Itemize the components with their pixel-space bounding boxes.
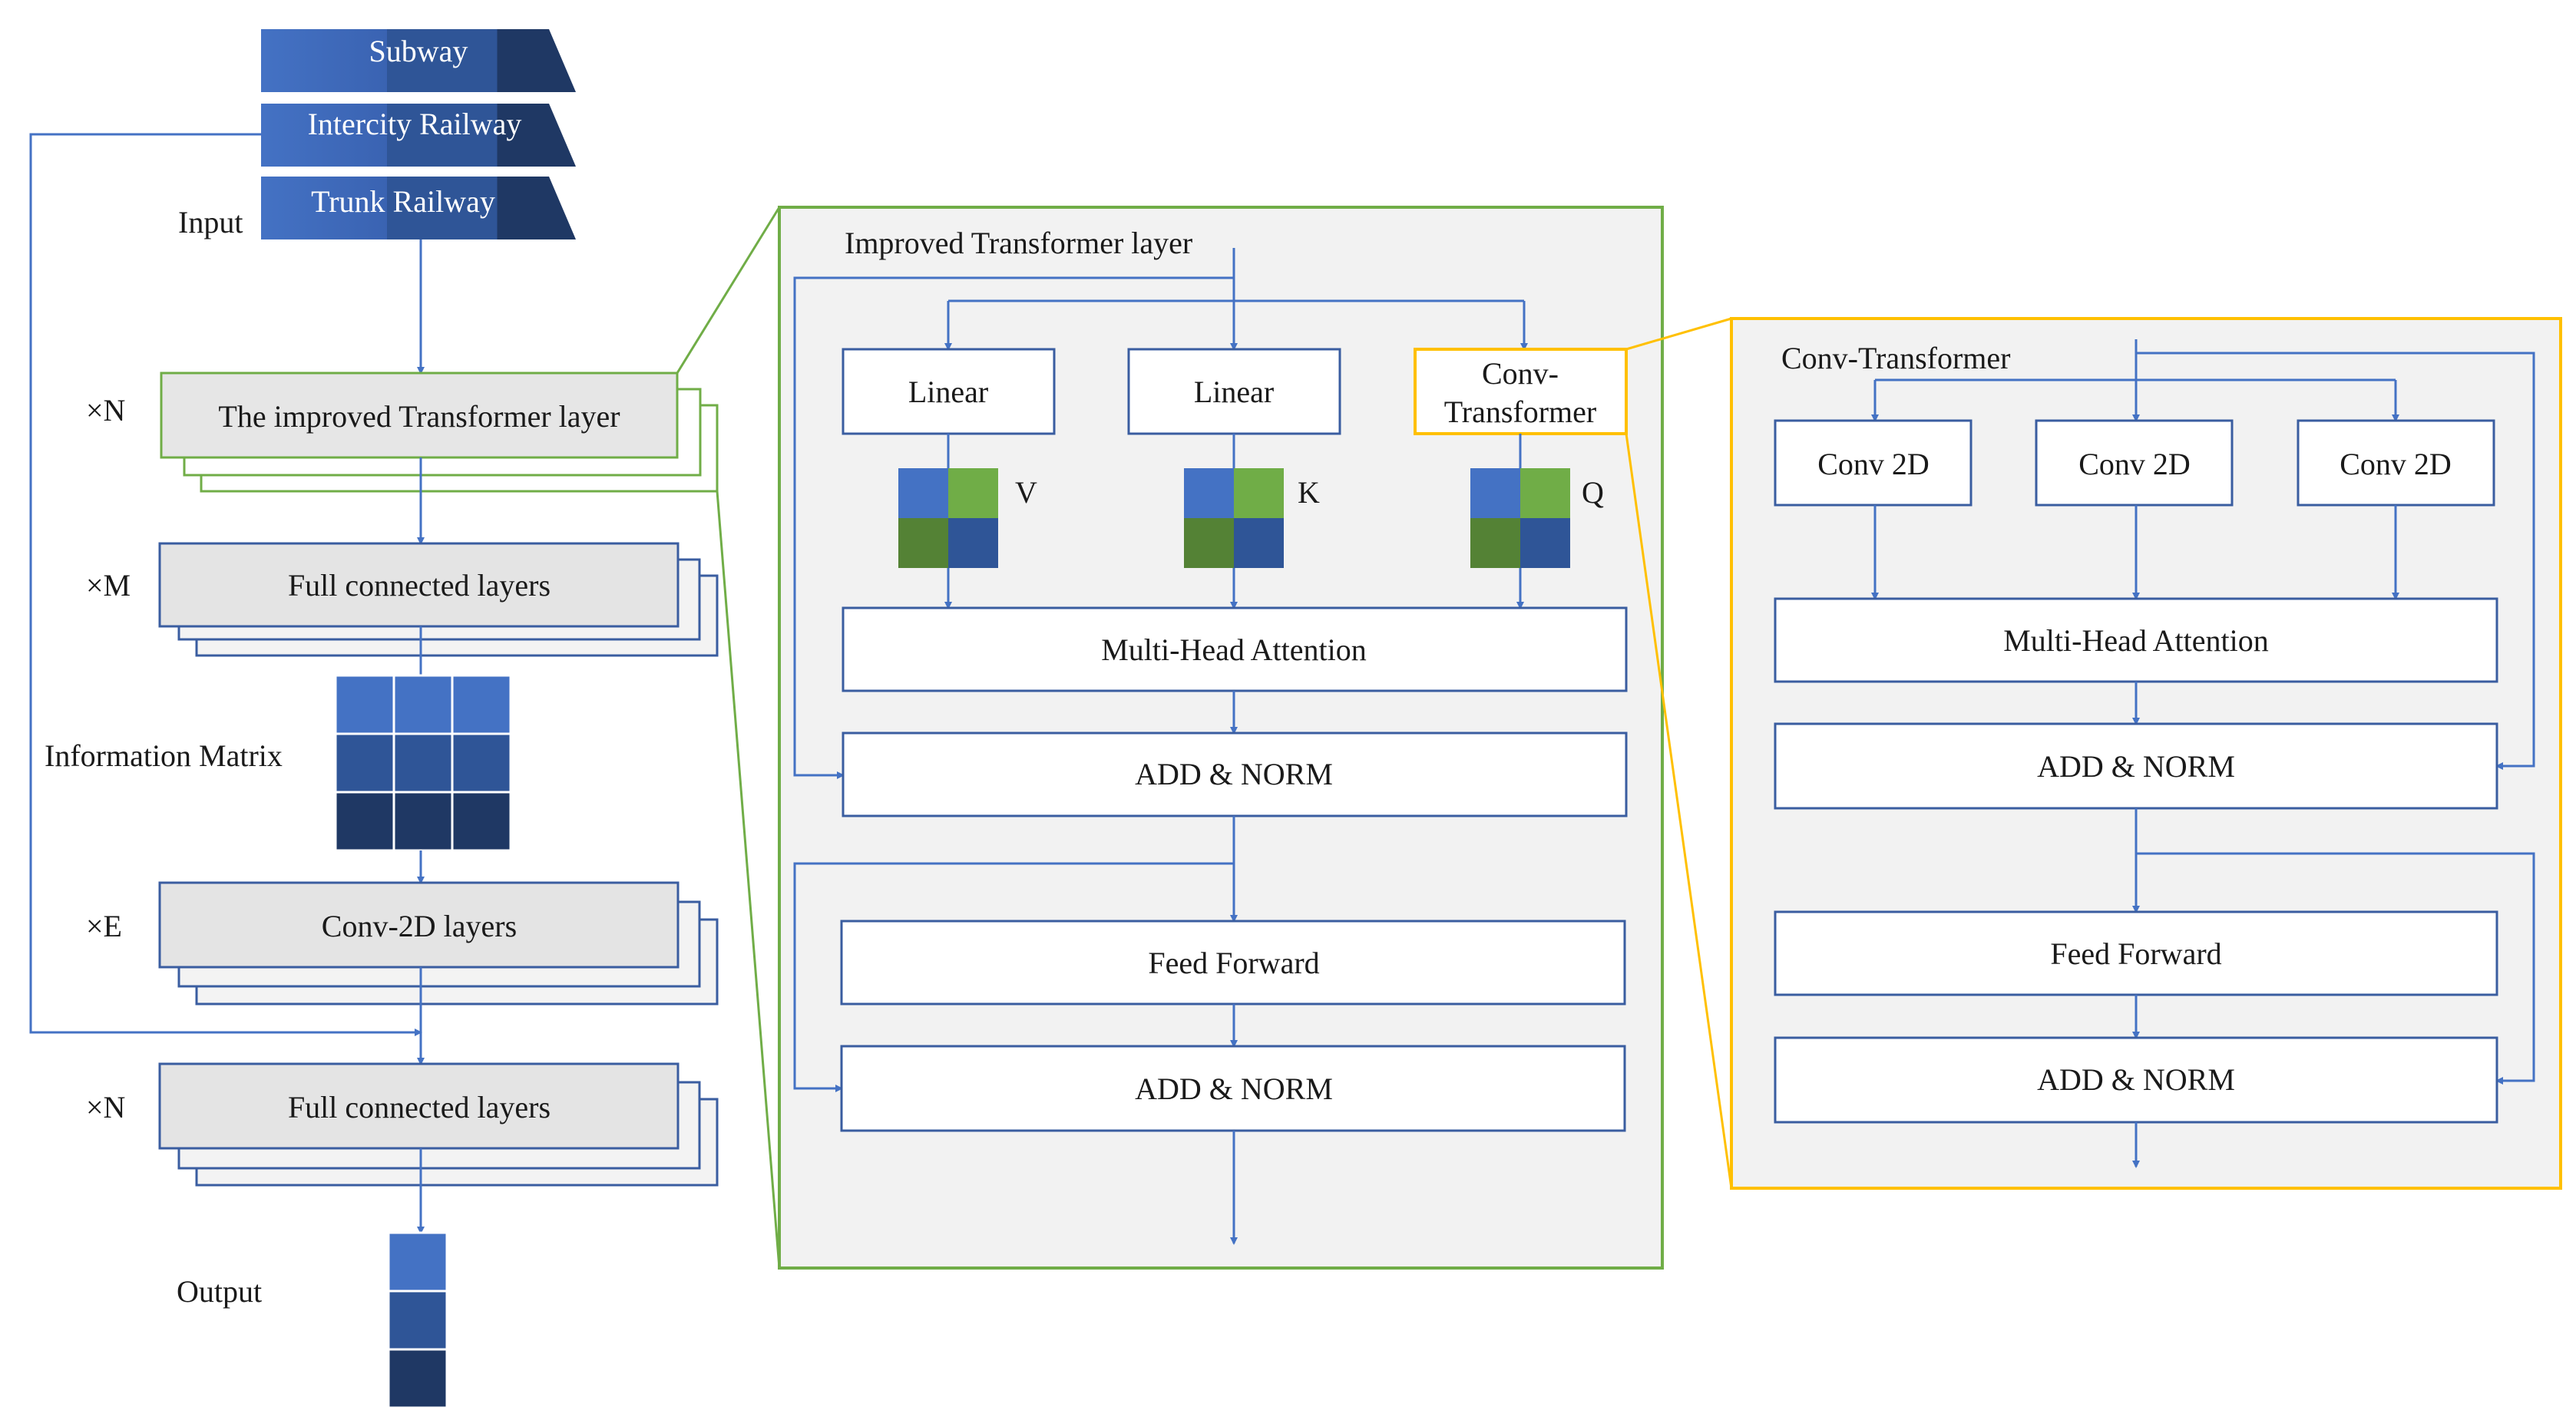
input-tabs: Subway Intercity Railway Trunk Railway — [261, 29, 576, 239]
linear-label: Linear — [908, 375, 988, 409]
multi-head-attention-box — [842, 606, 1628, 692]
add-norm-label: ADD & NORM — [1135, 1072, 1333, 1106]
conv-transformer-label-line2: Transformer — [1444, 395, 1597, 429]
stack-label: Conv-2D layers — [322, 909, 517, 943]
feed-forward-box — [840, 920, 1626, 1006]
output-vector — [387, 1231, 448, 1409]
stack-conv2d-layers: Conv-2D layers — [158, 881, 719, 1006]
conv2d-label: Conv 2D — [2078, 447, 2191, 481]
residual-arrow — [2136, 852, 2535, 1085]
stack-label: Full connected layers — [288, 1090, 551, 1124]
conv2d-box-2 — [2035, 419, 2234, 507]
input-tab-intercity: Intercity Railway — [261, 104, 576, 167]
multiplier-label: ×N — [86, 1090, 125, 1124]
input-tab-label: Trunk Railway — [311, 184, 495, 219]
v-label: V — [1015, 475, 1037, 510]
information-matrix-label: Information Matrix — [45, 738, 283, 773]
stack-label: Full connected layers — [288, 568, 551, 603]
linear-box-v — [842, 348, 1056, 435]
residual-arrow — [2136, 352, 2535, 770]
stack-fc-layers-m: Full connected layers — [158, 542, 719, 657]
conv-transformer-panel: Conv-Transformer Conv 2D Conv 2D Conv 2D… — [1730, 317, 2562, 1190]
add-norm-box-1 — [1774, 722, 2498, 810]
feed-forward-box — [1774, 910, 2498, 996]
multiplier-label: ×N — [86, 393, 125, 428]
k-matrix — [1184, 468, 1284, 568]
conv-transformer-label-line1: Conv- — [1482, 356, 1559, 391]
input-skip-arrow — [29, 133, 422, 1036]
q-matrix — [1470, 468, 1570, 568]
conv-transformer-box — [1414, 348, 1628, 435]
k-label: K — [1298, 475, 1320, 510]
panel-title: Improved Transformer layer — [845, 226, 1192, 260]
residual-arrow — [793, 276, 1234, 779]
conv2d-label: Conv 2D — [2340, 447, 2452, 481]
multiplier-label: ×M — [86, 568, 131, 603]
add-norm-box-2 — [840, 1045, 1626, 1132]
add-norm-box-2 — [1774, 1036, 2498, 1124]
multiplier-label: ×E — [86, 909, 122, 943]
add-norm-label: ADD & NORM — [2037, 1062, 2235, 1097]
panel-title: Conv-Transformer — [1781, 341, 2011, 375]
q-label: Q — [1582, 475, 1604, 510]
conv2d-box-1 — [1774, 419, 1973, 507]
add-norm-box-1 — [842, 731, 1628, 817]
zoom-connector — [1625, 433, 1733, 1189]
zoom-connector — [1625, 317, 1732, 351]
add-norm-label: ADD & NORM — [1135, 757, 1333, 791]
conv2d-label: Conv 2D — [1817, 447, 1930, 481]
input-tab-trunk: Trunk Railway — [261, 177, 576, 239]
input-label: Input — [178, 205, 243, 239]
stack-improved-transformer: The improved Transformer layer — [160, 372, 719, 493]
residual-arrow — [793, 862, 1234, 1092]
zoom-connector — [676, 206, 781, 374]
add-norm-label: ADD & NORM — [2037, 749, 2235, 784]
information-matrix — [334, 674, 512, 852]
input-tab-label: Intercity Railway — [308, 107, 522, 141]
input-tab-subway: Subway — [261, 29, 576, 92]
input-tab-label: Subway — [369, 34, 468, 68]
stack-fc-layers-n: Full connected layers — [158, 1062, 719, 1187]
feed-forward-label: Feed Forward — [2050, 936, 2221, 971]
output-label: Output — [177, 1274, 262, 1309]
feed-forward-label: Feed Forward — [1148, 946, 1319, 980]
linear-label: Linear — [1194, 375, 1274, 409]
zoom-connector — [716, 490, 781, 1269]
stack-label: The improved Transformer layer — [218, 399, 620, 434]
mha-label: Multi-Head Attention — [1101, 632, 1367, 667]
v-matrix — [898, 468, 998, 568]
linear-box-k — [1127, 348, 1341, 435]
mha-label: Multi-Head Attention — [2003, 623, 2269, 658]
improved-transformer-panel: Improved Transformer layer Linear Linear… — [778, 206, 1664, 1270]
